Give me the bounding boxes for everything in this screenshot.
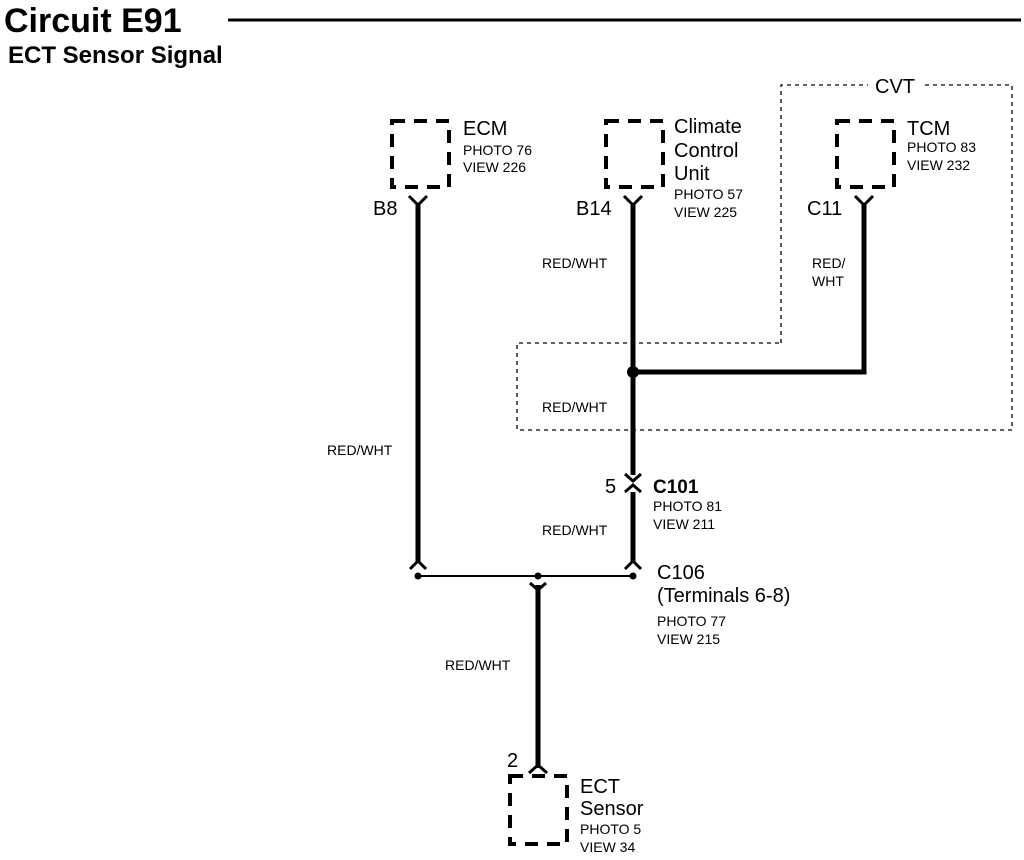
c101-photo: PHOTO 81 xyxy=(653,498,722,514)
wire-label-tcm-line1: RED/ xyxy=(812,255,846,271)
ect-sensor-box xyxy=(508,774,569,846)
climate-pin: B14 xyxy=(576,198,612,220)
ecm-photo: PHOTO 76 xyxy=(463,142,532,158)
wire-label-c101-c106: RED/WHT xyxy=(542,522,608,538)
c101-view: VIEW 211 xyxy=(653,516,715,532)
climate-name-line2: Control xyxy=(674,140,738,162)
c106-terminal-c101 xyxy=(623,558,643,571)
climate-photo: PHOTO 57 xyxy=(674,186,743,202)
climate-name-line3: Unit xyxy=(674,163,710,185)
c106-terminals: (Terminals 6-8) xyxy=(657,585,790,607)
c106-node-ecm xyxy=(414,572,422,580)
c106-terminal-ecm xyxy=(408,558,428,571)
c106-name: C106 xyxy=(657,562,705,584)
c101-pin: 5 xyxy=(605,476,616,498)
cvt-region-label: CVT xyxy=(875,76,915,98)
tcm-terminal xyxy=(853,194,875,208)
wire-label-ecm: RED/WHT xyxy=(327,442,393,458)
diagram-subtitle: ECT Sensor Signal xyxy=(8,42,223,69)
tcm-view: VIEW 232 xyxy=(907,157,970,173)
tcm-name: TCM xyxy=(907,118,950,140)
climate-view: VIEW 225 xyxy=(674,204,737,220)
ecm-name: ECM xyxy=(463,118,507,140)
climate-name-line1: Climate xyxy=(674,116,742,138)
ecm-box xyxy=(390,119,451,189)
c106-terminal-ect xyxy=(529,581,547,592)
ect-pin: 2 xyxy=(507,750,518,772)
wire-label-climate-lower: RED/WHT xyxy=(542,399,608,415)
c106-node-ect xyxy=(534,572,542,580)
climate-control-unit-box xyxy=(604,119,665,189)
wire-label-ect: RED/WHT xyxy=(445,657,511,673)
c101-terminal-male xyxy=(624,472,642,483)
splice-point xyxy=(627,366,639,378)
c106-connector: C106 (Terminals 6-8) PHOTO 77 VIEW 215 xyxy=(408,558,790,647)
cvt-region-outline xyxy=(516,84,1013,431)
c101-connector: 5 C101 PHOTO 81 VIEW 211 xyxy=(605,472,722,532)
diagram-title: Circuit E91 xyxy=(4,2,182,40)
tcm-box xyxy=(835,119,896,189)
ecm-terminal xyxy=(407,194,429,208)
wire-label-tcm-line2: WHT xyxy=(812,273,844,289)
ect-sensor-component: ECT Sensor PHOTO 5 VIEW 34 2 xyxy=(507,750,644,855)
climate-control-unit-component: Climate Control Unit PHOTO 57 VIEW 225 B… xyxy=(576,116,743,220)
ect-terminal xyxy=(528,762,548,775)
tcm-wire xyxy=(633,205,867,375)
ect-photo: PHOTO 5 xyxy=(580,821,641,837)
wire-label-climate-upper: RED/WHT xyxy=(542,255,608,271)
ecm-pin: B8 xyxy=(373,198,397,220)
tcm-pin: C11 xyxy=(807,198,842,220)
ecm-component: ECM PHOTO 76 VIEW 226 B8 xyxy=(373,118,532,220)
c106-view: VIEW 215 xyxy=(657,631,720,647)
c106-node-c101 xyxy=(629,572,637,580)
ect-view: VIEW 34 xyxy=(580,839,635,855)
ecm-view: VIEW 226 xyxy=(463,159,526,175)
ect-name-line2: Sensor xyxy=(580,798,644,820)
c101-terminal-female xyxy=(624,483,642,494)
c101-name: C101 xyxy=(653,477,699,498)
climate-terminal xyxy=(622,194,644,208)
ect-name-line1: ECT xyxy=(580,776,620,798)
tcm-photo: PHOTO 83 xyxy=(907,139,976,155)
tcm-component: TCM PHOTO 83 VIEW 232 C11 xyxy=(807,118,976,220)
c106-photo: PHOTO 77 xyxy=(657,613,726,629)
